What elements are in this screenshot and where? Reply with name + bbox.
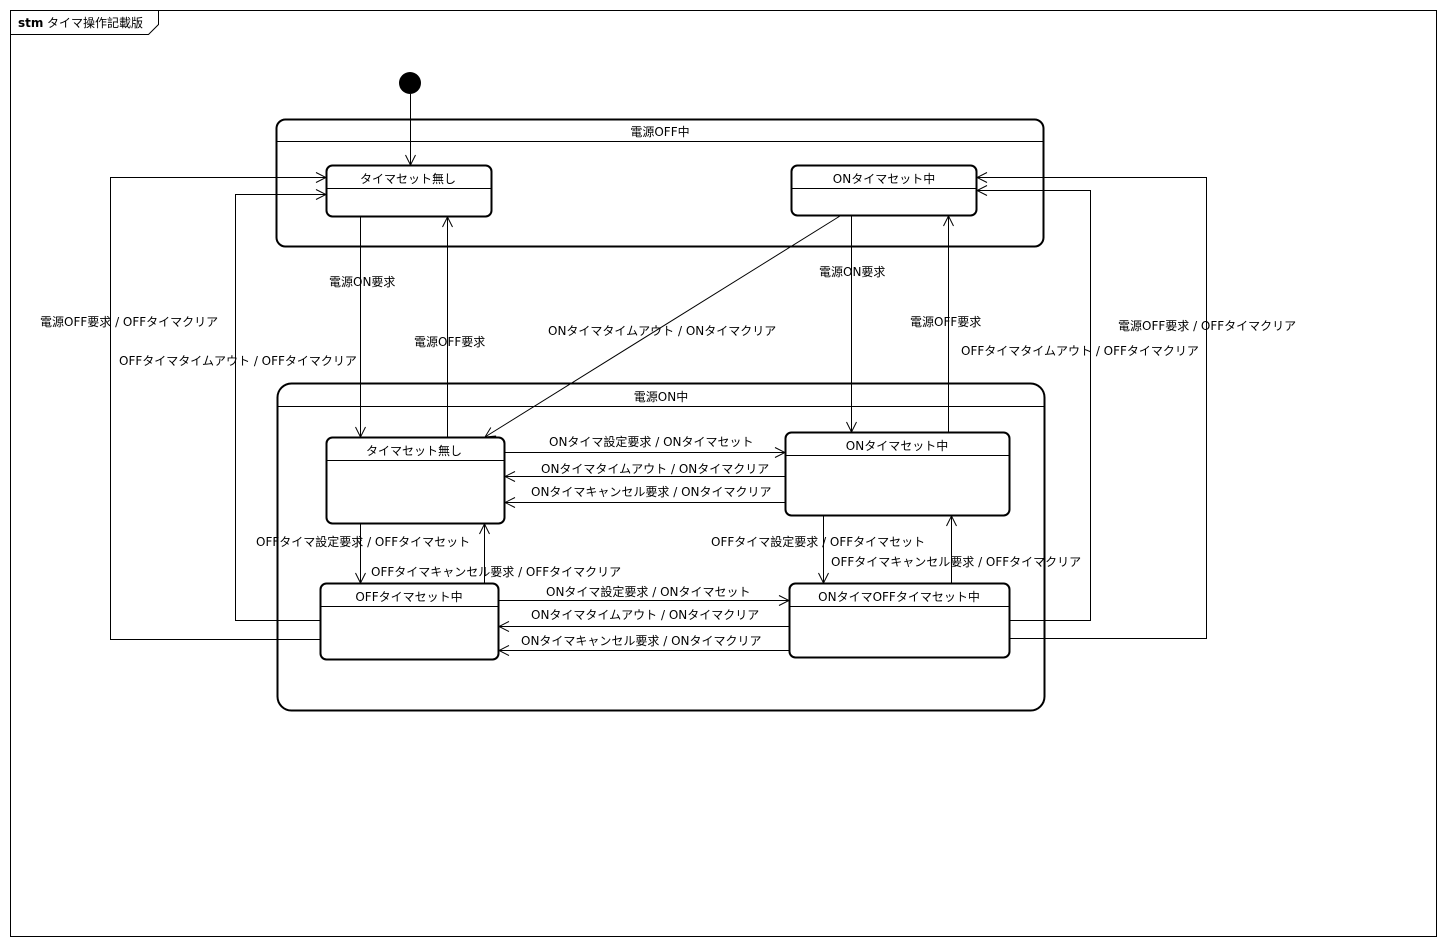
frame-name: タイマ操作記載版 <box>47 15 143 30</box>
state-on-off-timer-label: OFFタイマセット中 <box>355 589 462 604</box>
label-off-cancel-left: OFFタイマキャンセル要求 / OFFタイマクリア <box>371 565 621 579</box>
label-power-on-right: 電源ON要求 <box>819 265 885 279</box>
state-off-no-timer: タイマセット無し <box>325 164 493 218</box>
composite-power-on-label: 電源ON中 <box>634 389 688 404</box>
state-on-onoff-timer-label: ONタイマOFFタイマセット中 <box>818 589 980 604</box>
state-on-no-timer: タイマセット無し <box>325 436 506 525</box>
state-off-on-timer-label: ONタイマセット中 <box>833 171 935 186</box>
state-on-off-timer: OFFタイマセット中 <box>319 582 500 661</box>
label-on-set-top: ONタイマ設定要求 / ONタイマセット <box>549 434 754 449</box>
initial-pseudostate <box>399 72 421 94</box>
transition-off-timeout-inner-right <box>977 191 1091 621</box>
composite-state-power-on: 電源ON中 <box>276 382 1046 712</box>
transition-off-req-outer-left <box>110 178 327 640</box>
state-on-no-timer-label: タイマセット無し <box>366 443 462 458</box>
composite-state-power-off: 電源OFF中 <box>275 118 1045 248</box>
label-off-cancel-right: OFFタイマキャンセル要求 / OFFタイマクリア <box>831 555 1081 569</box>
label-power-off-left: 電源OFF要求 <box>414 335 485 349</box>
frame-keyword: stm <box>18 16 43 30</box>
state-on-onoff-timer: ONタイマOFFタイマセット中 <box>788 582 1011 659</box>
state-off-on-timer: ONタイマセット中 <box>790 164 978 217</box>
state-on-on-timer-label: ONタイマセット中 <box>846 438 948 453</box>
composite-power-off-label: 電源OFF中 <box>630 124 689 139</box>
label-power-on-left: 電源ON要求 <box>329 275 395 289</box>
label-off-timeout-inner-right: OFFタイマタイムアウト / OFFタイマクリア <box>961 344 1199 358</box>
label-off-req-outer-left: 電源OFF要求 / OFFタイマクリア <box>40 315 218 329</box>
transition-on-timeout-diagonal <box>485 215 841 437</box>
label-off-timeout-inner-left: OFFタイマタイムアウト / OFFタイマクリア <box>119 354 357 368</box>
label-on-timeout-bottom: ONタイマタイムアウト / ONタイマクリア <box>531 608 759 622</box>
state-on-on-timer: ONタイマセット中 <box>784 431 1011 517</box>
transition-off-timeout-inner-left <box>235 195 327 621</box>
label-on-cancel-top: ONタイマキャンセル要求 / ONタイマクリア <box>531 485 772 499</box>
label-on-timeout-top: ONタイマタイムアウト / ONタイマクリア <box>541 462 769 476</box>
state-off-no-timer-label: タイマセット無し <box>360 171 456 186</box>
label-off-req-outer-right: 電源OFF要求 / OFFタイマクリア <box>1118 319 1296 333</box>
label-off-set-right: OFFタイマ設定要求 / OFFタイマセット <box>711 534 925 549</box>
label-on-cancel-bottom: ONタイマキャンセル要求 / ONタイマクリア <box>521 634 762 648</box>
diagram-frame: stm タイマ操作記載版 <box>10 10 1437 937</box>
label-off-set-left: OFFタイマ設定要求 / OFFタイマセット <box>256 534 470 549</box>
transition-off-req-outer-right <box>977 178 1207 639</box>
label-power-off-right: 電源OFF要求 <box>910 315 981 329</box>
label-on-timeout-diag: ONタイマタイムアウト / ONタイマクリア <box>548 324 776 338</box>
label-on-set-bottom: ONタイマ設定要求 / ONタイマセット <box>546 584 751 599</box>
